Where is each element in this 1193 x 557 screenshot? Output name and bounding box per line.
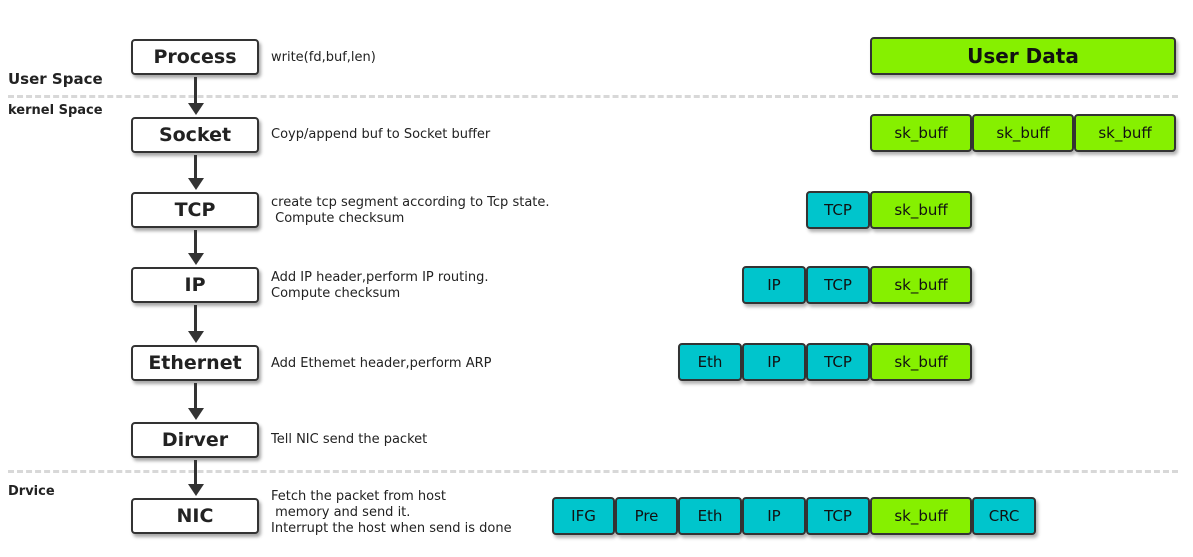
user-data-segment: User Data (870, 37, 1176, 75)
ip-header-segment: IP (742, 497, 806, 535)
sk-buff-segment: sk_buff (870, 191, 972, 229)
tcp-header-segment: TCP (806, 497, 870, 535)
tcp-header-segment: TCP (806, 191, 870, 229)
sk-buff-segment: sk_buff (870, 114, 972, 152)
sk-buff-segment: sk_buff (870, 266, 972, 304)
kernel-device-divider (8, 470, 1178, 473)
tcp-description: create tcp segment according to Tcp stat… (271, 195, 550, 226)
arrow-down-icon (188, 155, 204, 190)
nic-description: Fetch the packet from host memory and se… (271, 489, 512, 536)
arrow-down-icon (188, 305, 204, 343)
ip-header-segment: IP (742, 266, 806, 304)
arrow-down-icon (188, 383, 204, 420)
crc-segment: CRC (972, 497, 1036, 535)
ifg-segment: IFG (552, 497, 615, 535)
sk-buff-segment: sk_buff (972, 114, 1074, 152)
driver-description: Tell NIC send the packet (271, 432, 428, 447)
eth-header-segment: Eth (678, 497, 742, 535)
sk-buff-segment: sk_buff (870, 497, 972, 535)
preamble-segment: Pre (615, 497, 678, 535)
kernel-space-label: kernel Space (8, 103, 103, 118)
nic-layer-box: NIC (131, 498, 259, 534)
process-description: write(fd,buf,len) (271, 50, 376, 65)
arrow-down-icon (188, 460, 204, 496)
process-layer-box: Process (131, 39, 259, 75)
eth-header-segment: Eth (678, 343, 742, 381)
tcp-header-segment: TCP (806, 343, 870, 381)
tcp-layer-box: TCP (131, 192, 259, 228)
user-space-label: User Space (8, 70, 103, 88)
arrow-down-icon (188, 230, 204, 265)
driver-layer-box: Dirver (131, 422, 259, 458)
ip-layer-box: IP (131, 267, 259, 303)
ip-description: Add IP header,perform IP routing. Comput… (271, 270, 489, 301)
ethernet-layer-box: Ethernet (131, 345, 259, 381)
device-label: Drvice (8, 484, 55, 499)
ip-header-segment: IP (742, 343, 806, 381)
user-kernel-divider (8, 95, 1178, 98)
socket-description: Coyp/append buf to Socket buffer (271, 127, 491, 142)
sk-buff-segment: sk_buff (1074, 114, 1176, 152)
sk-buff-segment: sk_buff (870, 343, 972, 381)
arrow-down-icon (188, 77, 204, 115)
socket-layer-box: Socket (131, 117, 259, 153)
tcp-header-segment: TCP (806, 266, 870, 304)
ethernet-description: Add Ethemet header,perform ARP (271, 356, 492, 371)
